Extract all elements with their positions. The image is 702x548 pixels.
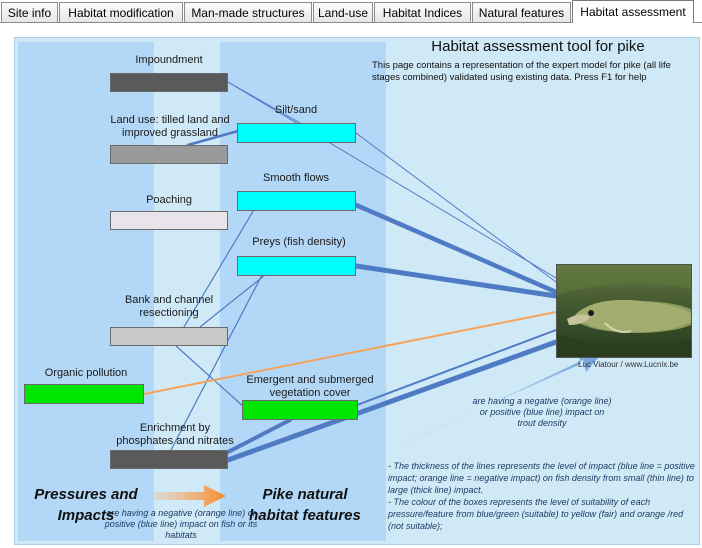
box-poaching[interactable] [110,211,228,230]
page-description: This page contains a representation of t… [372,60,671,83]
tab-habitat-modification[interactable]: Habitat modification [59,2,183,22]
tab-habitat-assessment[interactable]: Habitat assessment [572,0,694,23]
photo-credit: Luc Viatour / www.Lucnix.be [578,360,679,369]
label-bank-resectioning: Bank and channel resectioning [124,294,214,319]
label-land-use: Land use: tilled land and improved grass… [110,114,230,139]
label-silt-sand: Silt/sand [274,104,318,116]
box-silt-sand[interactable] [237,123,356,143]
legend-note-colour: - The colour of the boxes represents the… [388,497,684,531]
tab-natural-features[interactable]: Natural features [472,2,571,22]
note-fish-impact: are having a negative (orange line) or p… [104,508,258,540]
note-trout-impact: are having a negative (orange line) or p… [472,396,612,428]
pressures-heading: Pressures and Impacts [34,486,138,524]
orange-arrow-icon [154,485,226,507]
box-impoundment[interactable] [110,73,228,92]
box-enrichment[interactable] [110,450,228,469]
label-enrichment: Enrichment by phosphates and nitrates [116,422,234,447]
tab-habitat-indices[interactable]: Habitat Indices [374,2,471,22]
box-preys[interactable] [237,256,356,276]
tab-land-use[interactable]: Land-use [313,2,373,22]
label-vegetation-cover: Emergent and submerged vegetation cover [246,374,374,399]
box-smooth-flows[interactable] [237,191,356,211]
box-land-use[interactable] [110,145,228,164]
box-organic-pollution[interactable] [24,384,144,404]
legend-note-thickness: - The thickness of the lines represents … [388,461,695,495]
pike-photo [556,264,692,358]
box-bank-resectioning[interactable] [110,327,228,346]
tab-site-info[interactable]: Site info [1,2,58,22]
features-heading: Pike natural habitat features [249,486,361,524]
label-preys: Preys (fish density) [252,236,346,248]
box-vegetation-cover[interactable] [242,400,358,420]
legend-notes: - The thickness of the lines represents … [388,460,700,532]
pike-fish-icon [557,265,691,357]
tab-divider [0,22,702,23]
label-poaching: Poaching [146,194,192,206]
tab-bar: Site info Habitat modification Man-made … [0,0,702,24]
label-impoundment: Impoundment [135,54,203,66]
label-smooth-flows: Smooth flows [262,172,330,184]
label-organic-pollution: Organic pollution [44,367,128,379]
page-title: Habitat assessment tool for pike [431,38,645,55]
tab-man-made-structures[interactable]: Man-made structures [184,2,312,22]
